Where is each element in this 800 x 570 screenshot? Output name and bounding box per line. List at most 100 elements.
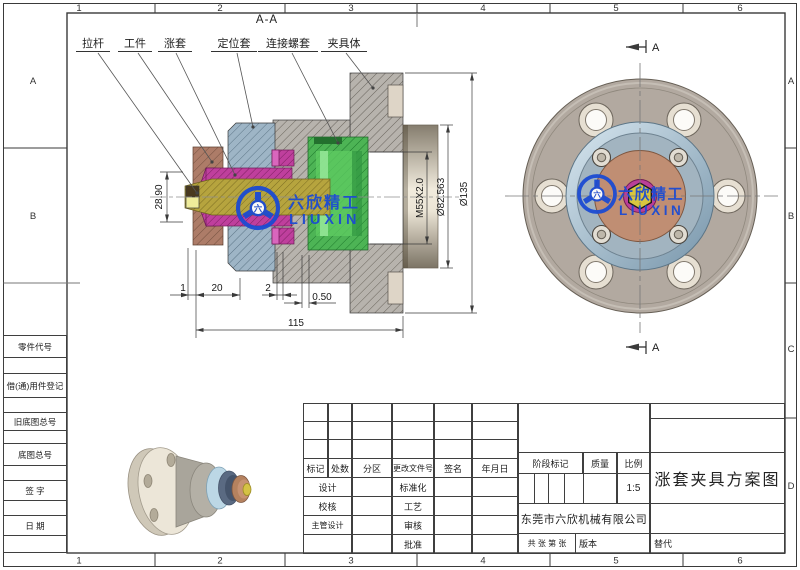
watermark-front: 六 六欣精工 LIUXIN bbox=[577, 174, 684, 218]
zone-col-label: 2 bbox=[217, 556, 222, 567]
tb-empty bbox=[472, 403, 518, 422]
margin-row-blank bbox=[3, 465, 67, 481]
dim-1: 1 bbox=[180, 283, 186, 294]
watermark-cn: 六欣精工 bbox=[618, 185, 684, 203]
tb-empty bbox=[434, 477, 472, 497]
tb-empty bbox=[472, 421, 518, 440]
flange-hole-section bbox=[387, 271, 404, 305]
zone-col-label: 4 bbox=[480, 556, 485, 567]
zone-row-label: D bbox=[788, 481, 795, 492]
front-screws bbox=[591, 147, 689, 245]
margin-row-blank bbox=[3, 430, 67, 444]
tb-empty bbox=[434, 534, 472, 554]
margin-row-blank bbox=[3, 357, 67, 374]
zone-col-label: 3 bbox=[348, 3, 353, 14]
zone-row-label: A bbox=[30, 76, 37, 87]
dim-thread: M55X2.0 bbox=[415, 178, 426, 218]
tb-stage-box bbox=[534, 473, 549, 504]
tb-empty bbox=[352, 439, 392, 459]
tb-empty bbox=[650, 403, 785, 419]
margin-row-blank bbox=[3, 535, 67, 553]
zone-col-label: 6 bbox=[737, 556, 742, 567]
tb-empty bbox=[352, 421, 392, 440]
tb-empty bbox=[472, 439, 518, 459]
tb-empty bbox=[650, 418, 785, 453]
tb-approve: 批准 bbox=[392, 534, 434, 554]
zone-row-label: B bbox=[30, 211, 36, 222]
tb-empty bbox=[352, 403, 392, 422]
tb-empty bbox=[303, 403, 328, 422]
tb-process: 工艺 bbox=[392, 496, 434, 516]
zone-row-label: C bbox=[788, 344, 795, 355]
part-label-fixture-body: 夹具体 bbox=[321, 38, 367, 52]
section-view bbox=[150, 72, 462, 314]
part-label-screw-sleeve: 连接螺套 bbox=[258, 38, 318, 52]
tb-header-sign: 签名 bbox=[434, 458, 472, 478]
tb-empty bbox=[472, 496, 518, 516]
watermark-section: 六 六欣精工 LIUXIN bbox=[235, 185, 361, 231]
tb-audit: 审核 bbox=[392, 515, 434, 535]
part-label-workpiece: 工件 bbox=[118, 38, 152, 52]
tb-stage-box bbox=[548, 473, 565, 504]
margin-row-blank bbox=[3, 397, 67, 413]
margin-row-old-master: 旧底图总号 bbox=[3, 412, 67, 431]
tb-empty bbox=[392, 421, 434, 440]
tb-empty bbox=[650, 503, 785, 534]
dim-2: 2 bbox=[265, 283, 271, 294]
cut-arrow-label-bottom: A bbox=[652, 342, 660, 354]
dim-115: 115 bbox=[288, 318, 304, 329]
tb-check: 校核 bbox=[303, 496, 352, 516]
tb-empty bbox=[472, 534, 518, 554]
tb-mass-label: 质量 bbox=[583, 452, 617, 474]
tb-header-mark: 标记 bbox=[303, 458, 328, 478]
dim-flange: Ø135 bbox=[459, 181, 470, 206]
flange-hole-section bbox=[387, 84, 404, 118]
zone-col-label: 1 bbox=[76, 556, 81, 567]
screw-bottom-head bbox=[271, 227, 280, 245]
liuxin-logo-ring bbox=[235, 185, 281, 231]
front-view bbox=[505, 63, 778, 333]
tb-header-zone: 分区 bbox=[352, 458, 392, 478]
zone-labels: 1 2 3 4 5 6 1 2 3 4 5 6 A B A B C D bbox=[30, 3, 795, 567]
dimension-arrowheads bbox=[181, 292, 291, 298]
watermark-en: LIUXIN bbox=[619, 203, 684, 218]
zone-col-label: 3 bbox=[348, 556, 353, 567]
tb-empty bbox=[434, 421, 472, 440]
tb-empty bbox=[303, 439, 328, 459]
cut-arrow-label-top: A bbox=[652, 42, 660, 54]
tb-chief-design: 主管设计 bbox=[303, 515, 352, 535]
dim-20: 20 bbox=[211, 283, 223, 294]
tb-empty bbox=[392, 439, 434, 459]
tb-empty bbox=[352, 534, 392, 554]
watermark-en: LIUXIN bbox=[289, 212, 361, 228]
watermark-cn: 六欣精工 bbox=[288, 193, 360, 212]
tb-empty bbox=[392, 403, 434, 422]
zone-col-label: 4 bbox=[480, 3, 485, 14]
tb-stage-box bbox=[564, 473, 584, 504]
tb-header-change-doc: 更改文件号 bbox=[392, 458, 434, 478]
zone-col-label: 5 bbox=[613, 3, 618, 14]
tb-empty bbox=[352, 515, 392, 535]
tb-empty bbox=[328, 439, 352, 459]
iso-view bbox=[127, 447, 252, 536]
tb-drawing-title: 涨套夹具方案图 bbox=[650, 452, 785, 504]
dimension-texts: 1 20 2 0.50 115 M55X2.0 Ø82.563 Ø135 28.… bbox=[154, 177, 470, 329]
tb-replace: 替代 bbox=[650, 533, 785, 554]
dim-rod: 28.90 bbox=[154, 184, 165, 209]
tb-empty bbox=[472, 477, 518, 497]
tb-empty bbox=[434, 515, 472, 535]
part-label-pull-rod: 拉杆 bbox=[76, 38, 110, 52]
tb-company: 东莞市六欣机械有限公司 bbox=[518, 503, 650, 534]
screw-top-head bbox=[271, 149, 280, 167]
zone-row-label: B bbox=[788, 211, 794, 222]
tb-version: 版本 bbox=[575, 533, 650, 554]
tb-empty bbox=[434, 496, 472, 516]
tb-stage-label: 阶段标记 bbox=[518, 452, 583, 474]
margin-row-signature: 签 字 bbox=[3, 480, 67, 501]
part-label-expansion-sleeve: 涨套 bbox=[158, 38, 192, 52]
zone-row-label: A bbox=[788, 76, 795, 87]
dim-050: 0.50 bbox=[312, 292, 332, 303]
tb-sheets: 共 张 第 张 bbox=[518, 533, 576, 554]
